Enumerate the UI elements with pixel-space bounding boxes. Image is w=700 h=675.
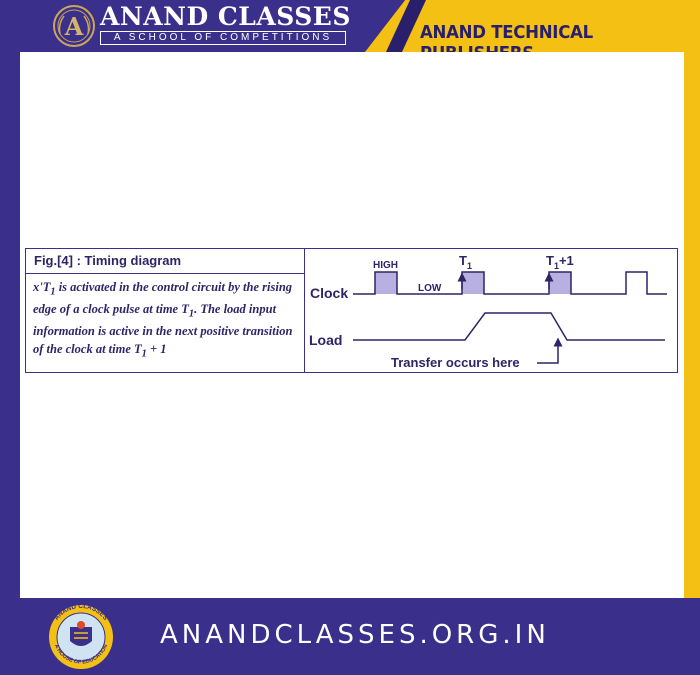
t1-label: T1 (459, 253, 472, 271)
logo-letter: A (64, 12, 84, 41)
load-label: Load (309, 332, 342, 348)
high-label: HIGH (373, 260, 398, 271)
anand-classes-seal-icon: ANAND CLASSES A HOUSE OF EDUCATION (49, 603, 113, 669)
clock-pulse-high (375, 272, 397, 294)
figure-box: Fig.[4] : Timing diagram x'T1 is activat… (25, 248, 678, 373)
clock-label: Clock (310, 285, 348, 301)
low-label: LOW (418, 283, 442, 294)
brand-title: ANAND CLASSES (100, 2, 351, 31)
figure-caption: Fig.[4] : Timing diagram (34, 253, 182, 268)
figure-description: x'T1 is activated in the control circuit… (33, 280, 293, 359)
caption-rule (26, 273, 304, 274)
clock-pulse-t1 (462, 272, 484, 294)
site-url[interactable]: ANANDCLASSES.ORG.IN (160, 620, 550, 650)
load-waveform (353, 312, 665, 341)
brand-tagline: A SCHOOL OF COMPETITIONS (100, 31, 346, 45)
footer-band (0, 598, 700, 675)
anand-classes-logo-icon: A (53, 5, 95, 47)
timing-diagram: Clock Load HIGH LOW T1 T1+1 Transfer occ… (309, 253, 667, 370)
left-frame-border (0, 0, 20, 675)
figure-divider (304, 249, 305, 372)
t1-plus-1-label: T1+1 (546, 253, 574, 271)
clock-waveform (353, 271, 667, 295)
transfer-arrow (537, 337, 563, 364)
transfer-label: Transfer occurs here (391, 355, 520, 370)
header-brand-band (0, 0, 420, 52)
clock-pulse-t1-plus-1 (549, 272, 571, 294)
right-frame-border (684, 0, 700, 675)
